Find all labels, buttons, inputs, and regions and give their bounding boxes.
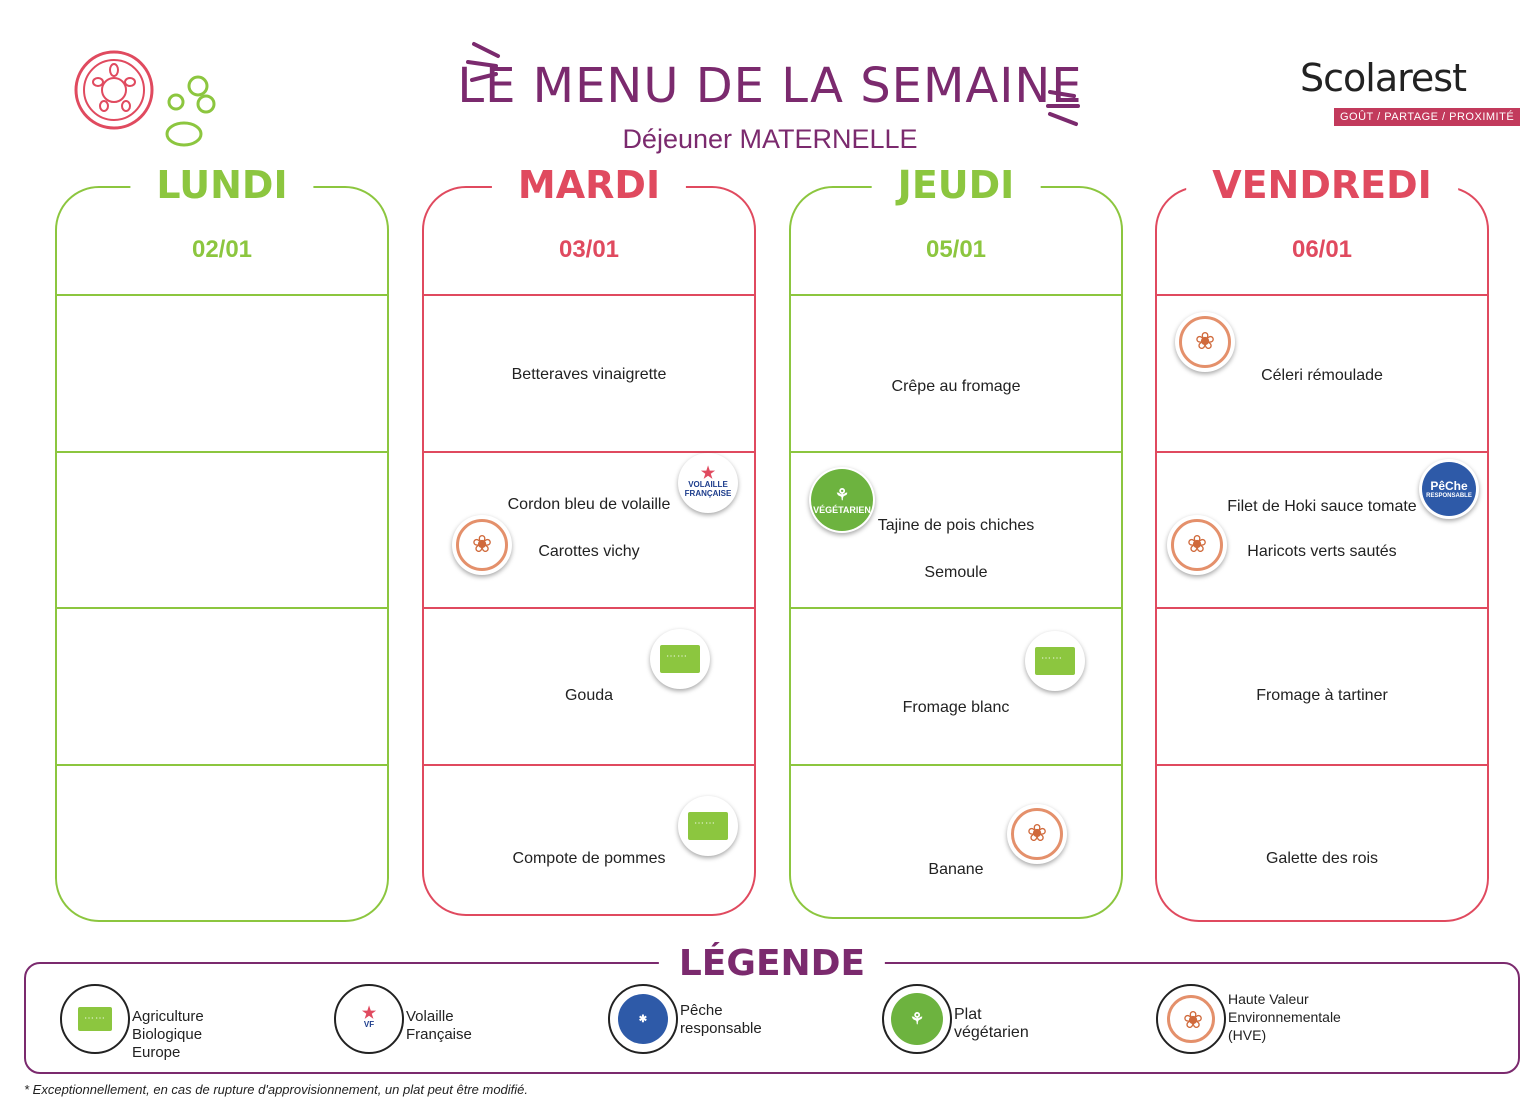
bio-icon bbox=[78, 1007, 112, 1031]
menu-slot-starter: Betteraves vinaigrette bbox=[424, 294, 754, 451]
bio-icon bbox=[1035, 647, 1075, 675]
veg-badge: ⚘VÉGÉTARIEN bbox=[809, 467, 875, 533]
peche-icon: ✱ bbox=[618, 994, 668, 1044]
hve-badge bbox=[452, 515, 512, 575]
menu-item: Filet de Hoki sauce tomate bbox=[1227, 498, 1417, 515]
bio-badge bbox=[678, 796, 738, 856]
bio-icon bbox=[660, 645, 700, 673]
legend-label: Agriculture Biologique Europe bbox=[132, 1008, 204, 1061]
legend-label: Plat végétarien bbox=[954, 1006, 1029, 1041]
hve-icon bbox=[456, 519, 508, 571]
menu-slot-dessert: Banane bbox=[791, 764, 1121, 921]
legend-label: Volaille Française bbox=[406, 1008, 472, 1043]
hve-icon bbox=[1179, 316, 1231, 368]
menu-item: Tajine de pois chiches bbox=[877, 517, 1035, 534]
title-dash-right-icon bbox=[1046, 90, 1080, 126]
menu-slot-starter: Céleri rémoulade bbox=[1157, 294, 1487, 451]
menu-slot-main: Filet de Hoki sauce tomate Haricots vert… bbox=[1157, 451, 1487, 608]
page-subtitle: Déjeuner MATERNELLE bbox=[622, 124, 918, 154]
legend-title: LÉGENDE bbox=[658, 942, 886, 986]
bio-badge bbox=[650, 629, 710, 689]
hve-badge bbox=[1175, 312, 1235, 372]
menu-slot-dairy: Fromage à tartiner bbox=[1157, 607, 1487, 764]
day-name: MARDI bbox=[491, 162, 687, 208]
menu-item: Galette des rois bbox=[1265, 850, 1379, 867]
menu-item: Fromage à tartiner bbox=[1256, 687, 1388, 704]
veg-icon: ⚘ bbox=[891, 993, 943, 1045]
day-column-vendredi: VENDREDI 06/01 Céleri rémoulade Filet de… bbox=[1155, 162, 1489, 922]
day-date: 02/01 bbox=[191, 236, 253, 263]
hve-icon bbox=[1011, 808, 1063, 860]
menu-slot-dairy: Gouda bbox=[424, 607, 754, 764]
menu-slot-starter: Crêpe au fromage bbox=[791, 294, 1121, 451]
volaille-icon: ★VF bbox=[361, 1005, 377, 1030]
day-name: LUNDI bbox=[130, 162, 314, 208]
menu-slot-dessert: Compote de pommes bbox=[424, 764, 754, 921]
brand-logo: Scolarest GOÛT / PARTAGE / PROXIMITÉ bbox=[1296, 48, 1521, 128]
volaille-badge: ★VOLAILLE FRANÇAISE bbox=[678, 453, 738, 513]
legend-label: Pêche responsable bbox=[680, 1002, 762, 1037]
hve-badge bbox=[1007, 804, 1067, 864]
hve-icon bbox=[1167, 995, 1215, 1043]
footnote: * Exceptionnellement, en cas de rupture … bbox=[24, 1082, 529, 1097]
hve-icon bbox=[1171, 519, 1223, 571]
title-dash-left-icon bbox=[466, 42, 500, 82]
veg-icon: ⚘VÉGÉTARIEN bbox=[811, 469, 873, 531]
day-date: 05/01 bbox=[925, 236, 987, 263]
legend-box: LÉGENDE Agriculture Biologique Europe ★V… bbox=[24, 942, 1520, 1074]
menu-slot-main: Tajine de pois chiches Semoule ⚘VÉGÉTARI… bbox=[791, 451, 1121, 608]
menu-slot-starter bbox=[57, 294, 387, 451]
day-column-jeudi: JEUDI 05/01 Crêpe au fromage Tajine de p… bbox=[789, 162, 1123, 921]
day-date: 03/01 bbox=[558, 236, 620, 263]
menu-item: Banane bbox=[928, 861, 984, 878]
day-column-mardi: MARDI 03/01 Betteraves vinaigrette Cordo… bbox=[422, 162, 756, 916]
menu-item: Haricots verts sautés bbox=[1247, 543, 1397, 560]
legend-label: Haute Valeur Environnementale (HVE) bbox=[1228, 991, 1341, 1043]
menu-item: Semoule bbox=[924, 564, 988, 581]
volaille-icon: ★ bbox=[700, 464, 716, 482]
bio-badge bbox=[1025, 631, 1085, 691]
menu-slot-dairy bbox=[57, 607, 387, 764]
peas-icon bbox=[165, 75, 216, 147]
menu-item: Fromage blanc bbox=[902, 699, 1010, 716]
day-column-lundi: LUNDI 02/01 bbox=[55, 162, 389, 922]
day-name: JEUDI bbox=[871, 162, 1041, 208]
menu-item: Compote de pommes bbox=[512, 850, 666, 867]
menu-item: Cordon bleu de volaille bbox=[507, 496, 671, 513]
menu-item: Crêpe au fromage bbox=[891, 378, 1021, 395]
day-date: 06/01 bbox=[1291, 236, 1353, 263]
menu-slot-dessert: Galette des rois bbox=[1157, 764, 1487, 921]
logo-name: Scolarest bbox=[1300, 56, 1467, 100]
page-title: LE MENU DE LA SEMAINE bbox=[457, 58, 1083, 114]
menu-item: Céleri rémoulade bbox=[1261, 367, 1383, 384]
menu-item: Gouda bbox=[564, 687, 614, 704]
hve-badge bbox=[1167, 515, 1227, 575]
menu-item: Betteraves vinaigrette bbox=[511, 366, 667, 383]
menu-slot-main bbox=[57, 451, 387, 608]
day-name: VENDREDI bbox=[1186, 162, 1458, 208]
tomato-slice-icon bbox=[74, 50, 154, 130]
menu-slot-dairy: Fromage blanc bbox=[791, 607, 1121, 764]
menu-slot-main: Cordon bleu de volaille Carottes vichy ★… bbox=[424, 451, 754, 608]
bio-icon bbox=[688, 812, 728, 840]
logo-tagline: GOÛT / PARTAGE / PROXIMITÉ bbox=[1334, 108, 1521, 126]
menu-item: Carottes vichy bbox=[538, 543, 640, 560]
menu-slot-dessert bbox=[57, 764, 387, 921]
